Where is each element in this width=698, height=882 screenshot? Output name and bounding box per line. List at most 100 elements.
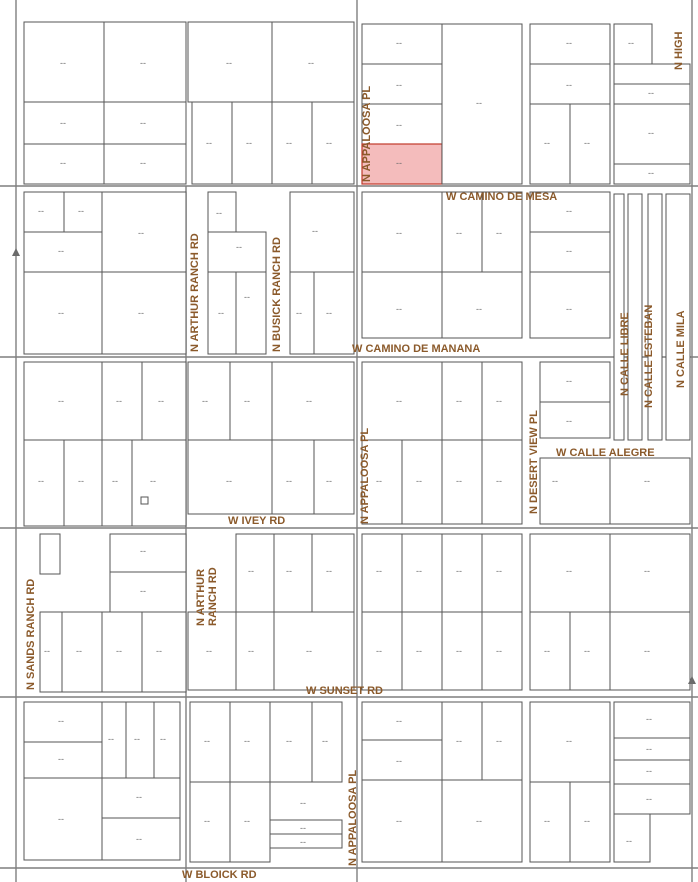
parcel-marker: -- — [306, 646, 312, 656]
parcel-marker: -- — [60, 158, 66, 168]
parcel-marker: -- — [286, 736, 292, 746]
parcel-marker: -- — [396, 816, 402, 826]
parcel-marker: -- — [566, 80, 572, 90]
parcel-marker: -- — [248, 646, 254, 656]
triangle-marker-icon — [688, 676, 696, 684]
parcel-marker: -- — [326, 308, 332, 318]
parcel-marker: -- — [248, 566, 254, 576]
parcel-marker: -- — [308, 58, 314, 68]
parcel-marker: -- — [416, 646, 422, 656]
parcel-marker: -- — [112, 476, 118, 486]
parcel-marker: -- — [218, 308, 224, 318]
parcel-marker: -- — [584, 138, 590, 148]
parcel-marker: -- — [496, 396, 502, 406]
street-label-appaloosa-top: N APPALOOSA PL — [361, 86, 373, 182]
street-labels: N HIGH N APPALOOSA PL W CAMINO DE MESA N… — [25, 31, 687, 881]
parcel-marker: -- — [456, 566, 462, 576]
parcel-marker: -- — [416, 476, 422, 486]
parcel-marker: -- — [566, 304, 572, 314]
parcel-marker: -- — [646, 744, 652, 754]
parcel-marker: -- — [44, 646, 50, 656]
street-label-appaloosa-bot: N APPALOOSA PL — [347, 770, 359, 866]
parcel-markers: -- -- -- -- -- -- -- -- -- -- -- -- -- -… — [38, 38, 654, 847]
parcel-marker: -- — [108, 734, 114, 744]
parcel-marker: -- — [116, 396, 122, 406]
parcel-marker: -- — [566, 206, 572, 216]
parcel-marker: -- — [396, 396, 402, 406]
parcel-marker: -- — [312, 226, 318, 236]
parcel-marker: -- — [300, 798, 306, 808]
parcel-marker: -- — [476, 816, 482, 826]
parcel-marker: -- — [300, 837, 306, 847]
parcel-marker: -- — [644, 646, 650, 656]
parcel-marker: -- — [136, 834, 142, 844]
parcel-marker: -- — [566, 246, 572, 256]
triangle-marker-icon — [12, 248, 20, 256]
parcel-marker: -- — [476, 98, 482, 108]
parcel-marker: -- — [236, 242, 242, 252]
parcel-marker: -- — [416, 566, 422, 576]
parcel-marker: -- — [396, 756, 402, 766]
parcel-marker: -- — [456, 646, 462, 656]
parcel-marker: -- — [566, 416, 572, 426]
street-label-bloick: W BLOICK RD — [182, 869, 257, 881]
parcel-marker: -- — [286, 476, 292, 486]
parcel-marker: -- — [244, 292, 250, 302]
parcel-marker: -- — [584, 646, 590, 656]
parcel-marker: -- — [544, 646, 550, 656]
parcel-marker: -- — [140, 158, 146, 168]
parcel-marker: -- — [286, 138, 292, 148]
parcels[interactable] — [23, 21, 691, 863]
parcel-marker: -- — [246, 138, 252, 148]
parcel-marker: -- — [496, 566, 502, 576]
parcel-marker: -- — [476, 304, 482, 314]
parcel-marker: -- — [140, 546, 146, 556]
parcel-marker: -- — [140, 586, 146, 596]
parcel-marker: -- — [496, 228, 502, 238]
parcel-marker: -- — [376, 566, 382, 576]
street-label-calle-alegre: W CALLE ALEGRE — [556, 447, 655, 459]
parcel-marker: -- — [58, 754, 64, 764]
parcel-marker: -- — [326, 138, 332, 148]
parcel-marker: -- — [456, 396, 462, 406]
street-label-arthur-ranch: N ARTHUR RANCH RD — [189, 233, 201, 352]
parcel-marker: -- — [566, 376, 572, 386]
parcel-marker: -- — [644, 566, 650, 576]
parcel-marker: -- — [140, 118, 146, 128]
map-symbols — [12, 248, 696, 684]
street-label-sands-ranch: N SANDS RANCH RD — [25, 579, 37, 690]
parcel-marker: -- — [244, 396, 250, 406]
street-label-calle-libre: N CALLE LIBRE — [619, 312, 631, 396]
parcel-marker: -- — [156, 646, 162, 656]
square-marker-icon — [140, 496, 149, 505]
parcel-marker: -- — [496, 736, 502, 746]
parcel-marker: -- — [216, 208, 222, 218]
highlighted-parcel — [361, 143, 443, 185]
parcel-marker: -- — [206, 138, 212, 148]
parcel-marker: -- — [204, 736, 210, 746]
parcel-marker: -- — [78, 206, 84, 216]
parcel-marker: -- — [38, 206, 44, 216]
parcel-marker: -- — [376, 476, 382, 486]
street-label-appaloosa-mid: N APPALOOSA PL — [359, 428, 371, 524]
parcel-marker: -- — [116, 646, 122, 656]
street-label-calle-esteban: N CALLE ESTEBAN — [643, 305, 655, 408]
parcel-marker: -- — [396, 716, 402, 726]
street-label-camino-de-manana: W CAMINO DE MANANA — [352, 343, 480, 355]
parcel-marker: -- — [326, 476, 332, 486]
parcel-marker: -- — [496, 476, 502, 486]
parcel-marker: -- — [396, 304, 402, 314]
parcel-marker: -- — [60, 58, 66, 68]
parcel-marker: -- — [58, 716, 64, 726]
parcel-marker: -- — [244, 816, 250, 826]
parcel-marker: -- — [202, 396, 208, 406]
parcel-marker: -- — [396, 80, 402, 90]
street-label-desert-view: N DESERT VIEW PL — [528, 410, 540, 514]
parcel-marker: -- — [296, 308, 302, 318]
parcel-marker: -- — [138, 308, 144, 318]
parcel-marker: -- — [138, 228, 144, 238]
street-label-n-high: N HIGH — [673, 31, 685, 70]
street-label-busick-ranch: N BUSICK RANCH RD — [271, 237, 283, 352]
parcel-marker: -- — [300, 823, 306, 833]
